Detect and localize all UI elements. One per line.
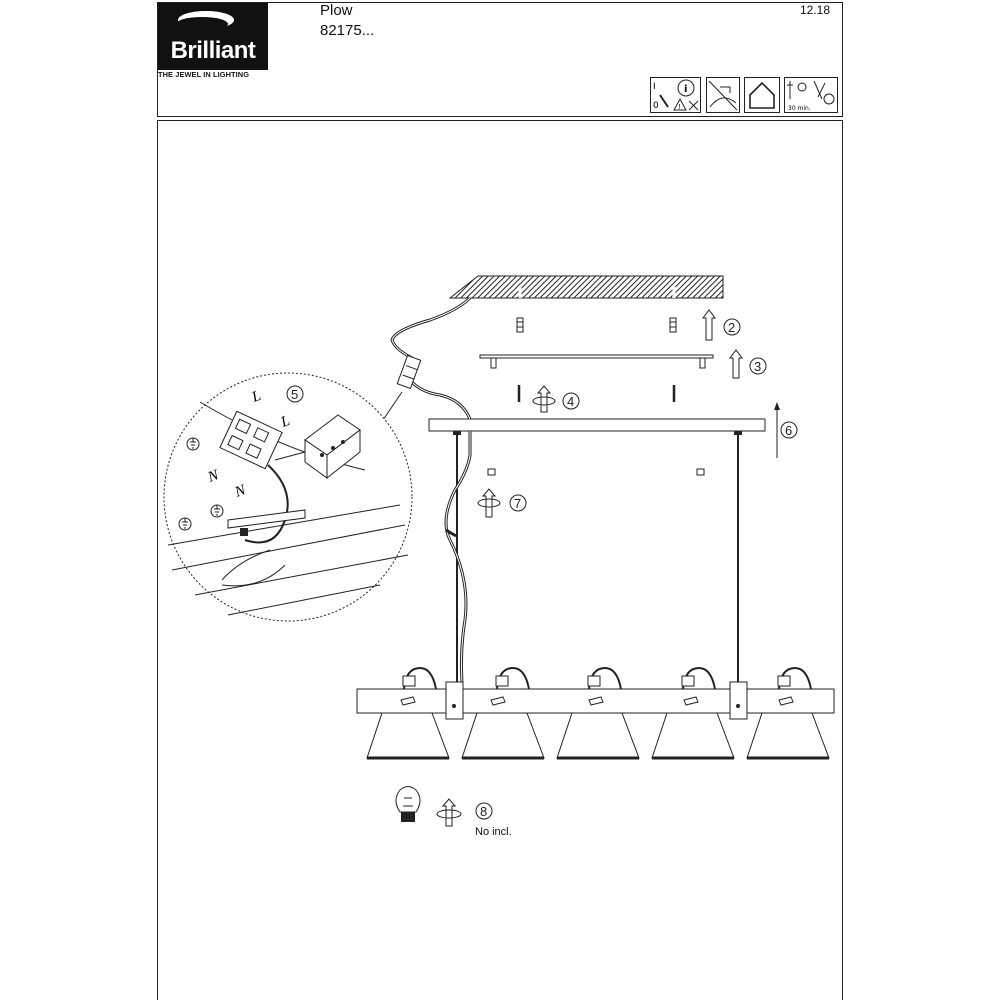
lamp-shade-3 (556, 666, 640, 760)
lamp-shade-4 (651, 666, 735, 760)
step-3-arrow: 3 (729, 349, 767, 379)
step-8-label: 8 (480, 804, 487, 819)
ceiling (448, 275, 724, 299)
step-7-rotate-arrow: 7 (477, 488, 527, 518)
brand-tagline: THE JEWEL IN LIGHTING (158, 70, 250, 79)
canopy-bar (428, 418, 766, 432)
tools-time-label: 30 min. (788, 105, 811, 112)
lamp-shade-2 (461, 666, 545, 760)
svg-text:!: ! (678, 103, 681, 111)
step-2-arrow: 2 (702, 309, 741, 341)
step-6-label: 6 (785, 423, 792, 438)
svg-text:0: 0 (653, 101, 659, 111)
earth-icon (178, 517, 192, 531)
main-frame (157, 120, 843, 1000)
mounting-plate (479, 354, 714, 359)
tools-time-icon: 30 min. (784, 77, 838, 113)
step-8-rotate-arrow: 8 (436, 798, 493, 827)
step-2-label: 2 (728, 320, 735, 335)
terminal-block (219, 410, 283, 470)
wiring-detail-circle: L L N N 5 (163, 372, 413, 622)
step-6-arrow: 6 (774, 402, 798, 458)
light-bulb-icon (395, 786, 421, 822)
step-7-label: 7 (514, 496, 521, 511)
earth-icon (186, 437, 200, 451)
lamp-shade-1 (366, 666, 450, 760)
wall-plug (516, 317, 524, 333)
product-code: 82175... (320, 22, 375, 39)
svg-text:i: i (684, 84, 687, 95)
no-wet-area-icon (706, 77, 740, 113)
terminal-connector (396, 354, 422, 390)
step-5-label: 5 (291, 387, 298, 402)
brand-name: Brilliant (170, 37, 256, 64)
earth-icon (210, 504, 224, 518)
product-name: Plow (320, 2, 353, 19)
step-3-label: 3 (754, 359, 761, 374)
logo-swoosh-icon (176, 11, 234, 31)
wall-plug (669, 317, 677, 333)
step-4-label: 4 (567, 394, 574, 409)
lamp-shade-5 (746, 666, 830, 760)
header-frame (157, 2, 843, 117)
indoor-house-icon (744, 77, 780, 113)
svg-text:I: I (653, 82, 656, 92)
bulb-not-included-note: No incl. (475, 826, 512, 838)
junction-box (304, 414, 361, 480)
brand-logo: Brilliant (158, 3, 268, 70)
revision-date: 12.18 (799, 3, 830, 17)
switch-off-icon: I 0 i ! (650, 77, 701, 113)
safety-icon-strip: I 0 i ! 30 min. (650, 77, 840, 118)
step-4-rotate-arrow: 4 (532, 385, 580, 413)
